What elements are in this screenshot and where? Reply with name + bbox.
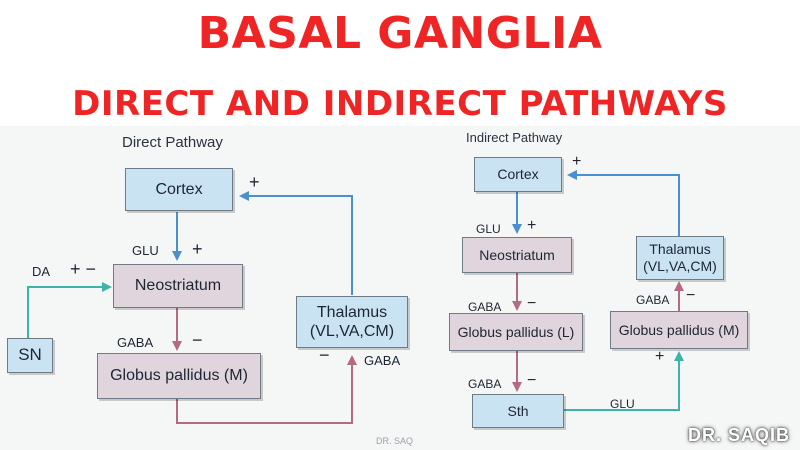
indirect-glu-sign-1: + [527, 217, 537, 234]
da-label: DA [32, 264, 51, 279]
sth-box: Sth [472, 394, 564, 428]
indirect-glu-sign-2: + [655, 348, 665, 365]
direct-gaba-label-2: GABA [364, 353, 401, 368]
subtitle: DIRECT AND INDIRECT PATHWAYS [72, 84, 728, 124]
globus-pallidus-m-label: Globus pallidus (M) [618, 321, 740, 338]
indirect-thalamus-nuclei: (VL,VA,CM) [643, 258, 717, 274]
direct-gaba-sign-2: − [319, 345, 330, 365]
indirect-pathway-arrows [512, 170, 684, 411]
indirect-gaba-label-1: GABA [468, 300, 502, 314]
indirect-gaba-sign-3: − [686, 287, 696, 304]
indirect-gaba-label-2: GABA [468, 377, 502, 391]
sth-to-gpm-arrow [564, 351, 684, 411]
direct-glu-sign: + [192, 239, 203, 259]
indirect-glu-label-2: GLU [610, 397, 635, 411]
indirect-cortex-box: Cortex [474, 157, 562, 192]
direct-gaba-sign-1: − [192, 330, 203, 350]
indirect-thalamus-label: Thalamus [649, 241, 711, 258]
indirect-gaba-sign-2: − [527, 372, 537, 389]
thalamus-to-cortex-arrow-ind [567, 170, 680, 236]
direct-cortex-label: Cortex [155, 180, 203, 198]
direct-pathway-caption: Direct Pathway [122, 134, 223, 151]
globus-pallidus-l-label: Globus pallidus (L) [457, 323, 575, 340]
sn-box: SN [7, 338, 53, 373]
watermark-small: DR. SAQ [376, 436, 414, 446]
indirect-gaba-label-3: GABA [636, 293, 670, 307]
indirect-neostriatum-label: Neostriatum [479, 246, 555, 263]
direct-thalamus-nuclei: (VL,VA,CM) [309, 323, 395, 340]
watermark: DR. SAQIB [687, 425, 790, 445]
direct-glu-label: GLU [132, 243, 159, 258]
gp-to-thalamus-arrow [176, 355, 357, 424]
direct-thalamus-label: Thalamus [316, 303, 388, 321]
direct-thalamus-box: Thalamus (VL,VA,CM) [296, 296, 408, 348]
globus-pallidus-m-box: Globus pallidus (M) [610, 311, 748, 349]
indirect-gaba-sign-1: − [527, 295, 537, 312]
direct-gaba-label-1: GABA [117, 335, 154, 350]
indirect-cortex-label: Cortex [497, 166, 539, 183]
da-signs: + − [70, 259, 97, 279]
indirect-thalamus-box: Thalamus (VL,VA,CM) [636, 236, 724, 280]
indirect-glu-label-1: GLU [476, 222, 501, 236]
direct-neostriatum-box: Neostriatum [113, 264, 243, 308]
direct-pathway-arrows [27, 191, 357, 424]
indirect-cortex-sign: + [572, 153, 582, 170]
direct-cortex-sign: + [249, 172, 260, 192]
main-title: BASAL GANGLIA [197, 8, 603, 59]
sn-to-neostriatum-arrow [27, 282, 112, 340]
thalamus-to-cortex-arrow [239, 191, 353, 295]
sn-label: SN [18, 345, 42, 365]
direct-globus-pallidus-label: Globus pallidus (M) [110, 367, 248, 385]
indirect-neostriatum-box: Neostriatum [462, 237, 572, 273]
indirect-pathway-caption: Indirect Pathway [466, 130, 563, 145]
globus-pallidus-l-box: Globus pallidus (L) [449, 313, 583, 351]
sth-label: Sth [507, 402, 529, 419]
direct-globus-pallidus-box: Globus pallidus (M) [97, 353, 261, 399]
direct-neostriatum-label: Neostriatum [134, 277, 222, 295]
direct-cortex-box: Cortex [125, 168, 233, 211]
